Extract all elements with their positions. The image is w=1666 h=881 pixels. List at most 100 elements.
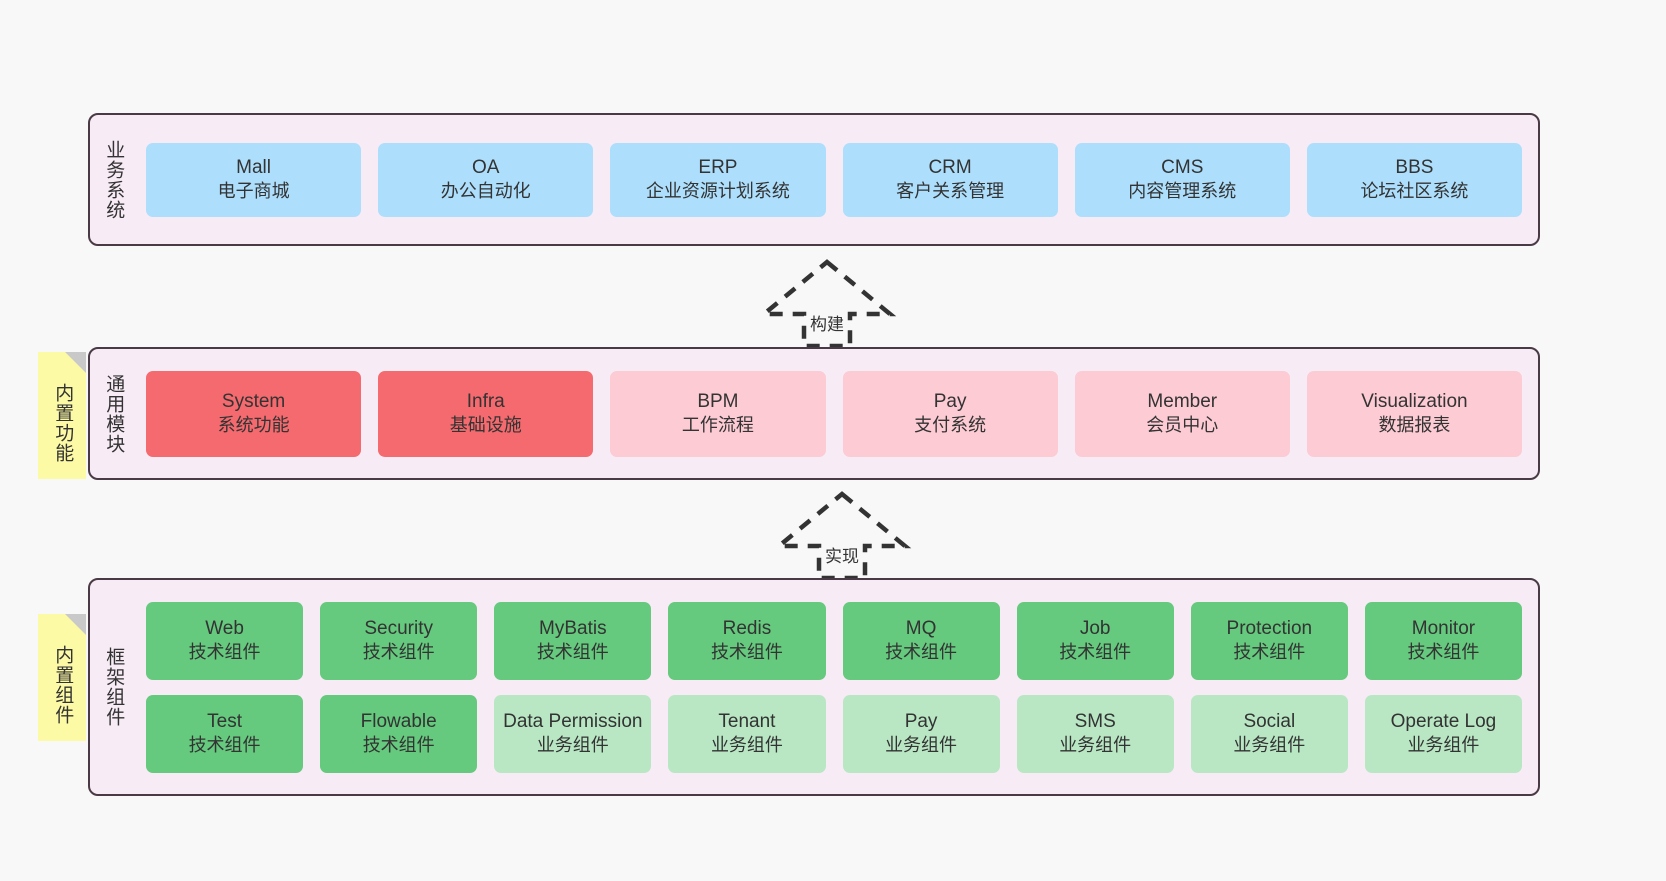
card-web[interactable]: Web 技术组件 (146, 601, 304, 680)
card-title-en: Job (1079, 617, 1111, 639)
card-member[interactable]: Member 会员中心 (1074, 370, 1290, 457)
card-security[interactable]: Security 技术组件 (320, 601, 478, 680)
note-builtin-components[interactable]: 内置组件 (38, 614, 86, 741)
card-title-cn: 企业资源计划系统 (645, 181, 790, 202)
card-bpm[interactable]: BPM 工作流程 (610, 370, 826, 457)
layer-business-cards: Mall 电子商城 OA 办公自动化 ERP 企业资源计划系统 CRM 客户关系… (136, 115, 1538, 244)
card-title-en: Data Permission (503, 710, 643, 732)
card-title-en: OA (472, 156, 500, 178)
card-system[interactable]: System 系统功能 (146, 370, 362, 457)
card-title-en: MyBatis (539, 617, 607, 639)
card-pay-component[interactable]: Pay 业务组件 (842, 694, 1000, 773)
card-title-en: Web (205, 617, 244, 639)
card-title-cn: 技术组件 (885, 642, 958, 663)
card-title-en: CRM (928, 156, 972, 178)
connector-realize: 实现 (772, 490, 912, 580)
card-mybatis[interactable]: MyBatis 技术组件 (494, 601, 652, 680)
card-pay-module[interactable]: Pay 支付系统 (842, 370, 1058, 457)
card-title-cn: 客户关系管理 (896, 181, 1005, 202)
card-crm[interactable]: CRM 客户关系管理 (842, 142, 1058, 217)
card-title-en: Pay (904, 710, 938, 732)
card-title-cn: 技术组件 (536, 642, 609, 663)
dashed-generalization-arrow-icon (772, 491, 912, 580)
card-test[interactable]: Test 技术组件 (146, 694, 304, 773)
card-title-en: MQ (905, 617, 937, 639)
card-title-cn: 技术组件 (1407, 642, 1480, 663)
card-sms[interactable]: SMS 业务组件 (1016, 694, 1174, 773)
card-mall[interactable]: Mall 电子商城 (146, 142, 362, 217)
card-title-en: Protection (1226, 617, 1313, 639)
card-title-cn: 论坛社区系统 (1360, 181, 1469, 202)
card-tenant[interactable]: Tenant 业务组件 (668, 694, 826, 773)
layer-framework-cards: Web 技术组件 Security 技术组件 MyBatis 技术组件 Redi… (136, 580, 1538, 794)
layer-title-business: 业务系统 (103, 139, 125, 220)
card-title-cn: 业务组件 (710, 735, 783, 756)
card-title-cn: 业务组件 (1059, 735, 1132, 756)
card-title-en: Security (364, 617, 433, 639)
card-title-cn: 内容管理系统 (1128, 181, 1237, 202)
note-label: 内置功能 (52, 382, 74, 463)
card-title-en: Operate Log (1390, 710, 1497, 732)
card-title-cn: 技术组件 (1059, 642, 1132, 663)
card-title-en: Monitor (1411, 617, 1476, 639)
layer-business-systems[interactable]: 业务系统 Mall 电子商城 OA 办公自动化 ERP 企业资源计划系统 CRM… (88, 113, 1540, 246)
note-label: 内置组件 (52, 644, 74, 725)
card-title-cn: 电子商城 (217, 181, 290, 202)
connector-realize-label: 实现 (825, 547, 859, 566)
card-row: Test 技术组件 Flowable 技术组件 Data Permission … (146, 694, 1522, 773)
card-title-cn: 数据报表 (1378, 415, 1451, 436)
card-title-cn: 技术组件 (188, 642, 261, 663)
layer-modules-cards: System 系统功能 Infra 基础设施 BPM 工作流程 Pay 支付系统… (136, 349, 1538, 478)
card-mq[interactable]: MQ 技术组件 (842, 601, 1000, 680)
layer-common-modules[interactable]: 通用模块 System 系统功能 Infra 基础设施 BPM 工作流程 Pay… (88, 347, 1540, 480)
card-flowable[interactable]: Flowable 技术组件 (320, 694, 478, 773)
card-title-cn: 技术组件 (362, 735, 435, 756)
card-title-en: Member (1147, 390, 1218, 412)
card-title-cn: 技术组件 (710, 642, 783, 663)
card-title-cn: 业务组件 (536, 735, 609, 756)
card-title-cn: 支付系统 (914, 415, 987, 436)
card-title-cn: 会员中心 (1146, 415, 1219, 436)
card-title-en: CMS (1161, 156, 1204, 178)
card-title-cn: 办公自动化 (440, 181, 531, 202)
card-redis[interactable]: Redis 技术组件 (668, 601, 826, 680)
card-cms[interactable]: CMS 内容管理系统 (1074, 142, 1290, 217)
layer-title-modules: 通用模块 (103, 373, 125, 454)
card-title-en: Mall (236, 156, 271, 178)
layer-title-framework: 框架组件 (103, 647, 125, 727)
note-builtin-functions[interactable]: 内置功能 (38, 352, 86, 479)
card-title-en: Test (207, 710, 242, 732)
card-oa[interactable]: OA 办公自动化 (378, 142, 594, 217)
card-row: Mall 电子商城 OA 办公自动化 ERP 企业资源计划系统 CRM 客户关系… (146, 142, 1523, 217)
card-bbs[interactable]: BBS 论坛社区系统 (1306, 142, 1523, 217)
card-title-en: System (221, 390, 286, 412)
card-visualization[interactable]: Visualization 数据报表 (1306, 370, 1523, 457)
card-title-en: Redis (722, 617, 772, 639)
card-title-cn: 业务组件 (1407, 735, 1480, 756)
card-operate-log[interactable]: Operate Log 业务组件 (1364, 694, 1522, 773)
card-social[interactable]: Social 业务组件 (1190, 694, 1348, 773)
card-title-en: Visualization (1361, 390, 1468, 412)
card-title-en: BBS (1395, 156, 1434, 178)
card-title-en: Tenant (718, 710, 776, 732)
card-protection[interactable]: Protection 技术组件 (1190, 601, 1348, 680)
card-job[interactable]: Job 技术组件 (1016, 601, 1174, 680)
card-title-cn: 技术组件 (362, 642, 435, 663)
card-row: System 系统功能 Infra 基础设施 BPM 工作流程 Pay 支付系统… (146, 370, 1523, 457)
card-title-cn: 系统功能 (217, 415, 290, 436)
card-title-cn: 技术组件 (188, 735, 261, 756)
layer-framework-components[interactable]: 框架组件 Web 技术组件 Security 技术组件 MyBatis 技术组件… (88, 578, 1540, 796)
card-title-cn: 技术组件 (1233, 642, 1306, 663)
card-title-en: SMS (1074, 710, 1116, 732)
card-data-permission[interactable]: Data Permission 业务组件 (494, 694, 652, 773)
card-title-en: Pay (933, 390, 967, 412)
card-erp[interactable]: ERP 企业资源计划系统 (610, 142, 826, 217)
card-title-en: Infra (466, 390, 505, 412)
card-monitor[interactable]: Monitor 技术组件 (1364, 601, 1522, 680)
card-infra[interactable]: Infra 基础设施 (378, 370, 594, 457)
card-row: Web 技术组件 Security 技术组件 MyBatis 技术组件 Redi… (146, 601, 1522, 680)
card-title-en: BPM (697, 390, 739, 412)
connector-build-label: 构建 (810, 315, 844, 334)
card-title-cn: 基础设施 (449, 415, 522, 436)
